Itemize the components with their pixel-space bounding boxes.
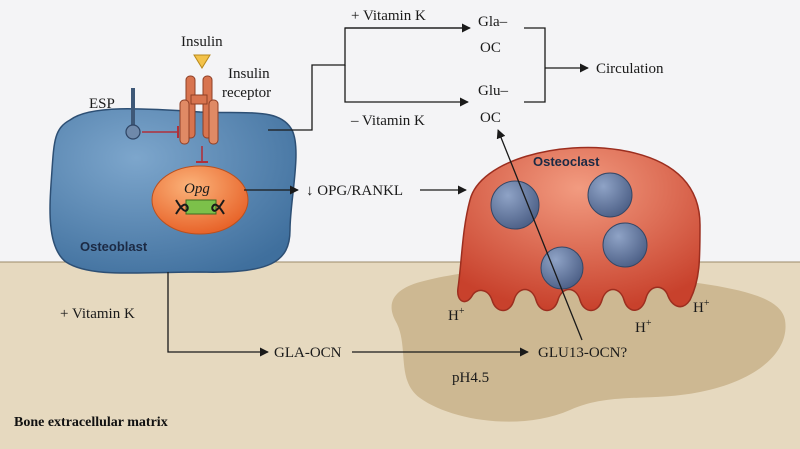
receptor-beta-right bbox=[208, 99, 219, 145]
proton-label-2: H+ bbox=[635, 318, 652, 336]
proton-label-1: H+ bbox=[448, 306, 465, 324]
gla-oc-label: OC bbox=[480, 40, 501, 56]
path-to-glu-branch bbox=[344, 65, 469, 107]
resorption-pit bbox=[391, 267, 786, 422]
opg-gene-box bbox=[185, 199, 217, 215]
plus-vitamin-k-bottom-label: + Vitamin K bbox=[60, 306, 135, 322]
arrow-to-gla-ocn bbox=[167, 272, 269, 357]
bone-matrix-label: Bone extracellular matrix bbox=[14, 415, 168, 430]
circulation-label: Circulation bbox=[596, 61, 664, 77]
glu13-ocn-label: GLU13-OCN? bbox=[538, 345, 627, 361]
receptor-beta-left bbox=[179, 99, 190, 145]
opg-gene-label: Opg bbox=[184, 181, 210, 197]
receptor-bridge bbox=[190, 94, 208, 105]
gla-label: Gla– bbox=[478, 14, 508, 30]
plus-vitamin-k-top-label: + Vitamin K bbox=[351, 8, 426, 24]
osteoclast-nucleus-3 bbox=[602, 222, 648, 268]
insulin-receptor-label-1: Insulin bbox=[228, 66, 270, 82]
esp-receptor bbox=[125, 124, 141, 140]
ph-label: pH4.5 bbox=[452, 370, 489, 386]
opg-rankl-label: ↓ OPG/RANKL bbox=[306, 183, 403, 199]
gla-ocn-label: GLA-OCN bbox=[274, 345, 342, 361]
dna-strands bbox=[175, 199, 225, 215]
arrow-glu13-to-glu-oc bbox=[496, 129, 583, 341]
proton-label-3: H+ bbox=[693, 298, 710, 316]
insulin-receptor-label-2: receptor bbox=[222, 85, 271, 101]
osteoblast-label: Osteoblast bbox=[80, 239, 148, 254]
insulin-label: Insulin bbox=[181, 34, 223, 50]
osteoclast-nucleus-2 bbox=[587, 172, 633, 218]
osteoclast-cell bbox=[457, 146, 701, 312]
insulin-ligand bbox=[193, 54, 211, 69]
glu-oc-label: OC bbox=[480, 110, 501, 126]
glu-label: Glu– bbox=[478, 83, 509, 99]
osteoclast-label: Osteoclast bbox=[533, 154, 600, 169]
minus-vitamin-k-label: – Vitamin K bbox=[350, 113, 425, 129]
bracket-oc bbox=[524, 27, 546, 103]
osteoclast-nucleus-1 bbox=[490, 180, 540, 230]
esp-label: ESP bbox=[89, 96, 115, 112]
